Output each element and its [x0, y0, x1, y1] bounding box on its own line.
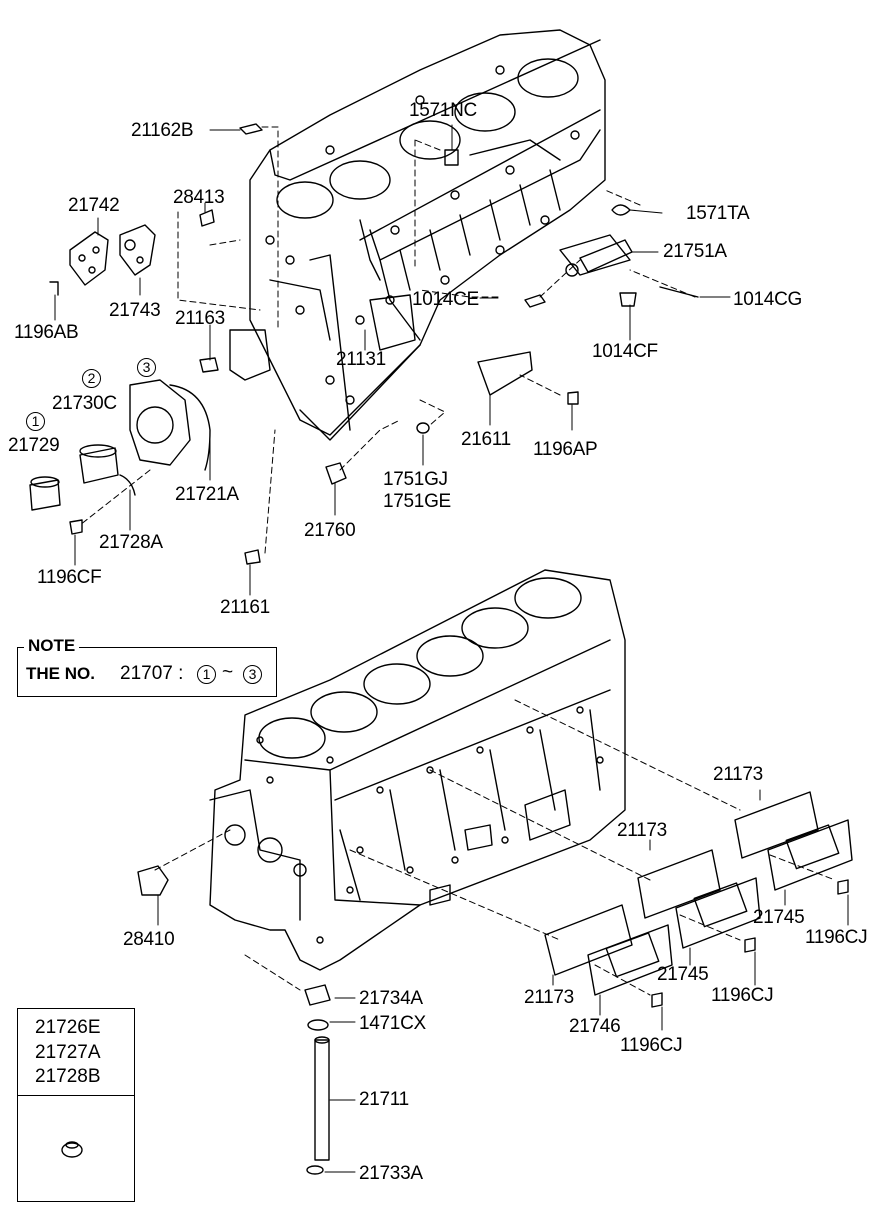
- legend-box: [17, 1008, 135, 1202]
- part-label: 21730C: [52, 393, 117, 414]
- legend-item: 21727A: [35, 1042, 101, 1063]
- part-label: 21162B: [131, 120, 194, 141]
- part-label: 21733A: [359, 1163, 423, 1184]
- lower-cylinder-block: [209, 569, 626, 971]
- note-box: [17, 647, 277, 697]
- part-label: 1014CE: [412, 289, 479, 310]
- part-label: 1751GE: [383, 491, 451, 512]
- legend-divider: [17, 1095, 134, 1096]
- part-label: 21173: [713, 764, 763, 785]
- note-title: NOTE: [24, 636, 80, 656]
- legend-item: 21728B: [35, 1066, 101, 1087]
- part-label: 21743: [109, 300, 161, 321]
- upper-leader-lines: [79, 126, 696, 554]
- part-label: 28413: [173, 187, 225, 208]
- legend-item: 21726E: [35, 1017, 101, 1038]
- part-label: 1196CJ: [711, 985, 774, 1006]
- side-covers: [544, 791, 853, 996]
- part-label: 1196CF: [37, 567, 102, 588]
- upper-small-parts: [29, 123, 699, 565]
- part-label: 1014CF: [592, 341, 658, 362]
- lower-leader-lines: [154, 699, 836, 996]
- part-label: 21721A: [175, 484, 239, 505]
- circled-number: 2: [82, 369, 101, 388]
- part-label: 1751GJ: [383, 469, 448, 490]
- part-label: 28410: [123, 929, 175, 950]
- part-label: 21611: [461, 429, 511, 450]
- part-label: 21751A: [663, 241, 727, 262]
- part-label: 21742: [68, 195, 120, 216]
- part-label: 1196CJ: [805, 927, 868, 948]
- lower-small-parts: [61, 865, 849, 1175]
- note-text: THE NO.: [26, 664, 95, 683]
- part-label: 21734A: [359, 988, 423, 1009]
- part-label: 1571NC: [409, 100, 477, 121]
- part-label: 1196AP: [533, 439, 598, 460]
- part-label: 21729: [8, 435, 60, 456]
- circled-number: 3: [137, 358, 156, 377]
- part-label: 21163: [175, 308, 225, 329]
- circled-number: 1: [26, 412, 45, 431]
- note-number: 21707 :: [120, 663, 184, 684]
- part-label: 1014CG: [733, 289, 802, 310]
- circled-number: 1: [197, 665, 216, 684]
- part-label: 21728A: [99, 532, 163, 553]
- part-label: 21745: [657, 964, 709, 985]
- part-label: 21173: [617, 820, 667, 841]
- upper-cylinder-block: [229, 29, 631, 441]
- part-label: 1571TA: [686, 203, 750, 224]
- part-label: 1196CJ: [620, 1035, 683, 1056]
- part-label: 21131: [336, 349, 386, 370]
- part-label: 21161: [220, 597, 270, 618]
- part-label: 21711: [359, 1089, 409, 1110]
- part-label: 21746: [569, 1016, 621, 1037]
- part-label: 1196AB: [14, 322, 79, 343]
- part-label: 1471CX: [359, 1013, 426, 1034]
- part-label: 21760: [304, 520, 356, 541]
- note-tilde: ~: [222, 662, 233, 683]
- part-label: 21173: [524, 987, 574, 1008]
- label-leaders: [54, 124, 849, 1173]
- part-label: 21745: [753, 907, 805, 928]
- circled-number: 3: [243, 665, 262, 684]
